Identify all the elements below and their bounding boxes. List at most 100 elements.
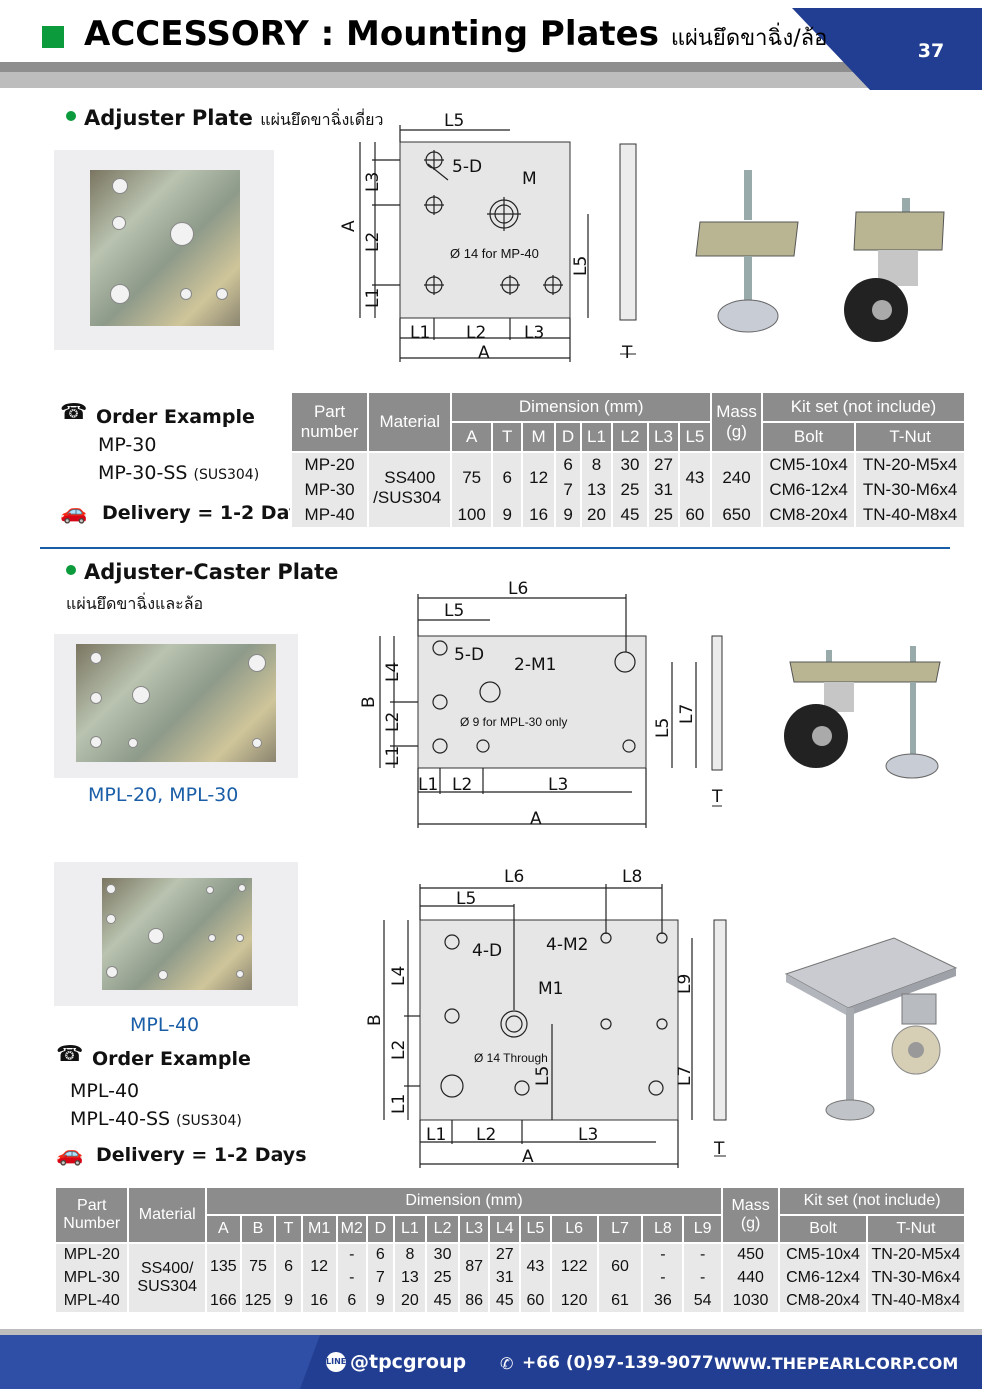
svg-text:L1: L1	[426, 1125, 446, 1145]
caption-mpl20-30: MPL-20, MPL-30	[88, 784, 239, 806]
bullet-dot	[66, 565, 76, 575]
table-row: MPL-40 166 125 9 16 6 9 20 45 86 45 60 1…	[53, 1289, 967, 1312]
svg-text:Ø 9 for MPL-30 only: Ø 9 for MPL-30 only	[460, 715, 567, 729]
section1-title: Adjuster Plate แผ่นยึดขาฉิ่งเดี่ยว	[66, 106, 384, 133]
col-header: L3	[457, 1214, 491, 1244]
adjuster-plate-product-photos	[695, 170, 945, 342]
delivery-time: Delivery = 1-2 Days	[102, 502, 313, 524]
svg-text:A: A	[339, 220, 359, 232]
table-row: MP-20 SS400 75 6 12 6 8 30 27 43 240 CM5…	[289, 452, 966, 502]
svg-text:L2: L2	[466, 323, 486, 343]
col-header: L9	[682, 1214, 724, 1244]
col-header: L6	[549, 1214, 599, 1244]
col-header: M	[521, 421, 556, 453]
svg-text:L6: L6	[504, 867, 524, 887]
svg-text:5-D: 5-D	[452, 157, 482, 177]
car-icon: 🚗	[56, 1142, 84, 1167]
col-header: D	[553, 421, 583, 453]
header-green-square	[42, 26, 64, 48]
footer-social[interactable]: @tpcgroup	[350, 1351, 467, 1373]
col-header-kit: Kit set (not include)	[778, 1186, 966, 1216]
order-example-item: MP-30	[98, 434, 157, 456]
svg-text:B: B	[359, 696, 379, 708]
footer-phone[interactable]: +66 (0)97-139-9077	[522, 1353, 714, 1373]
section2-title: Adjuster-Caster Plate	[66, 560, 338, 584]
svg-text:L4: L4	[389, 966, 409, 986]
svg-text:A: A	[530, 809, 542, 829]
col-header-tnut: T-Nut	[865, 1214, 967, 1244]
svg-text:M1: M1	[538, 979, 563, 999]
svg-text:2-M1: 2-M1	[514, 655, 556, 675]
col-header-dimension: Dimension (mm)	[204, 1186, 724, 1216]
col-header: L4	[488, 1214, 522, 1244]
svg-text:B: B	[365, 1014, 385, 1026]
col-header: B	[239, 1214, 277, 1244]
page-title: ACCESSORY : Mounting Plates แผ่นยึดขาฉิ่…	[84, 14, 828, 54]
section2-subtitle: แผ่นยึดขาฉิ่งและล้อ	[66, 594, 204, 613]
svg-text:T: T	[711, 787, 723, 807]
mpl40-drawing: L6 L8 L5 4-D 4-M2 M1 L1 L2 L3 A T B L4 L…	[365, 867, 727, 1168]
table-row: MPL-30 - 7 13 25 31 - - 440 CM6-12x4 TN-…	[53, 1266, 967, 1289]
svg-text:L6: L6	[508, 579, 528, 599]
svg-text:4-M2: 4-M2	[546, 935, 588, 955]
svg-text:L1: L1	[418, 775, 438, 795]
svg-text:T: T	[621, 343, 633, 363]
col-header-kit: Kit set (not include)	[760, 391, 967, 423]
col-header: T	[274, 1214, 303, 1244]
svg-text:Ø 14 Through: Ø 14 Through	[474, 1051, 548, 1065]
svg-text:L1: L1	[389, 1094, 409, 1114]
col-header-material: Material	[127, 1186, 207, 1244]
mpl20-30-photo	[54, 634, 298, 778]
svg-text:L1: L1	[383, 746, 403, 766]
col-header: L8	[641, 1214, 685, 1244]
col-header-bolt: Bolt	[760, 421, 857, 453]
svg-text:L3: L3	[578, 1125, 598, 1145]
page-number: 37	[917, 40, 945, 62]
col-header: L2	[610, 421, 650, 453]
caption-mpl40: MPL-40	[130, 1014, 200, 1036]
mpl40-photo	[54, 862, 298, 1006]
svg-text:L2: L2	[452, 775, 472, 795]
col-header: L2	[425, 1214, 460, 1244]
mpl20-30-drawing: L6 L5 5-D 2-M1 L1 L2 L3 A T B L4 L2 L1 L…	[359, 579, 723, 829]
col-header-tnut: T-Nut	[854, 421, 966, 453]
table-row: MP-40 /SUS304 100 9 16 9 20 45 25 60 650…	[289, 488, 966, 527]
car-icon: 🚗	[60, 500, 88, 525]
order-example-label: Order Example	[96, 406, 255, 428]
svg-text:L4: L4	[383, 662, 403, 682]
phone-icon: ☎	[60, 400, 88, 425]
col-header: L5	[677, 421, 713, 453]
svg-text:Ø 14 for MP-40: Ø 14 for MP-40	[450, 246, 539, 261]
svg-text:A: A	[522, 1147, 534, 1167]
col-header: M2	[335, 1214, 369, 1244]
svg-text:L5: L5	[533, 1066, 553, 1086]
svg-text:L3: L3	[363, 172, 383, 192]
order-example-item: MPL-40-SS (SUS304)	[70, 1108, 242, 1130]
line-icon: LINE	[326, 1352, 346, 1372]
col-header: A	[204, 1214, 242, 1244]
footer-phone-icon: ✆	[500, 1354, 514, 1373]
svg-text:L5: L5	[571, 256, 591, 276]
footer-website[interactable]: WWW.THEPEARLCORP.COM	[714, 1354, 959, 1373]
table-row: MP-30 7 13 25 31 CM6-12x4 TN-30-M6x4	[289, 477, 966, 502]
col-header: D	[366, 1214, 395, 1244]
col-header-material: Material	[367, 391, 453, 453]
col-header: L3	[647, 421, 680, 453]
svg-text:L3: L3	[548, 775, 568, 795]
header-bar	[0, 8, 982, 90]
delivery-time: Delivery = 1-2 Days	[96, 1144, 307, 1166]
col-header-mass: Mass(g)	[710, 391, 763, 453]
footer-bar	[0, 1329, 982, 1389]
table-row: MPL-20 SS400/SUS304 135 75 6 12 - 6 8 30…	[53, 1243, 967, 1312]
col-header-bolt: Bolt	[778, 1214, 868, 1244]
section-divider	[40, 547, 950, 549]
bullet-dot	[66, 111, 76, 121]
order-example-label: Order Example	[92, 1048, 251, 1070]
svg-text:L1: L1	[410, 323, 430, 343]
svg-text:L5: L5	[444, 111, 464, 131]
col-header: L5	[519, 1214, 552, 1244]
svg-text:L7: L7	[677, 704, 697, 724]
svg-text:L2: L2	[389, 1040, 409, 1060]
